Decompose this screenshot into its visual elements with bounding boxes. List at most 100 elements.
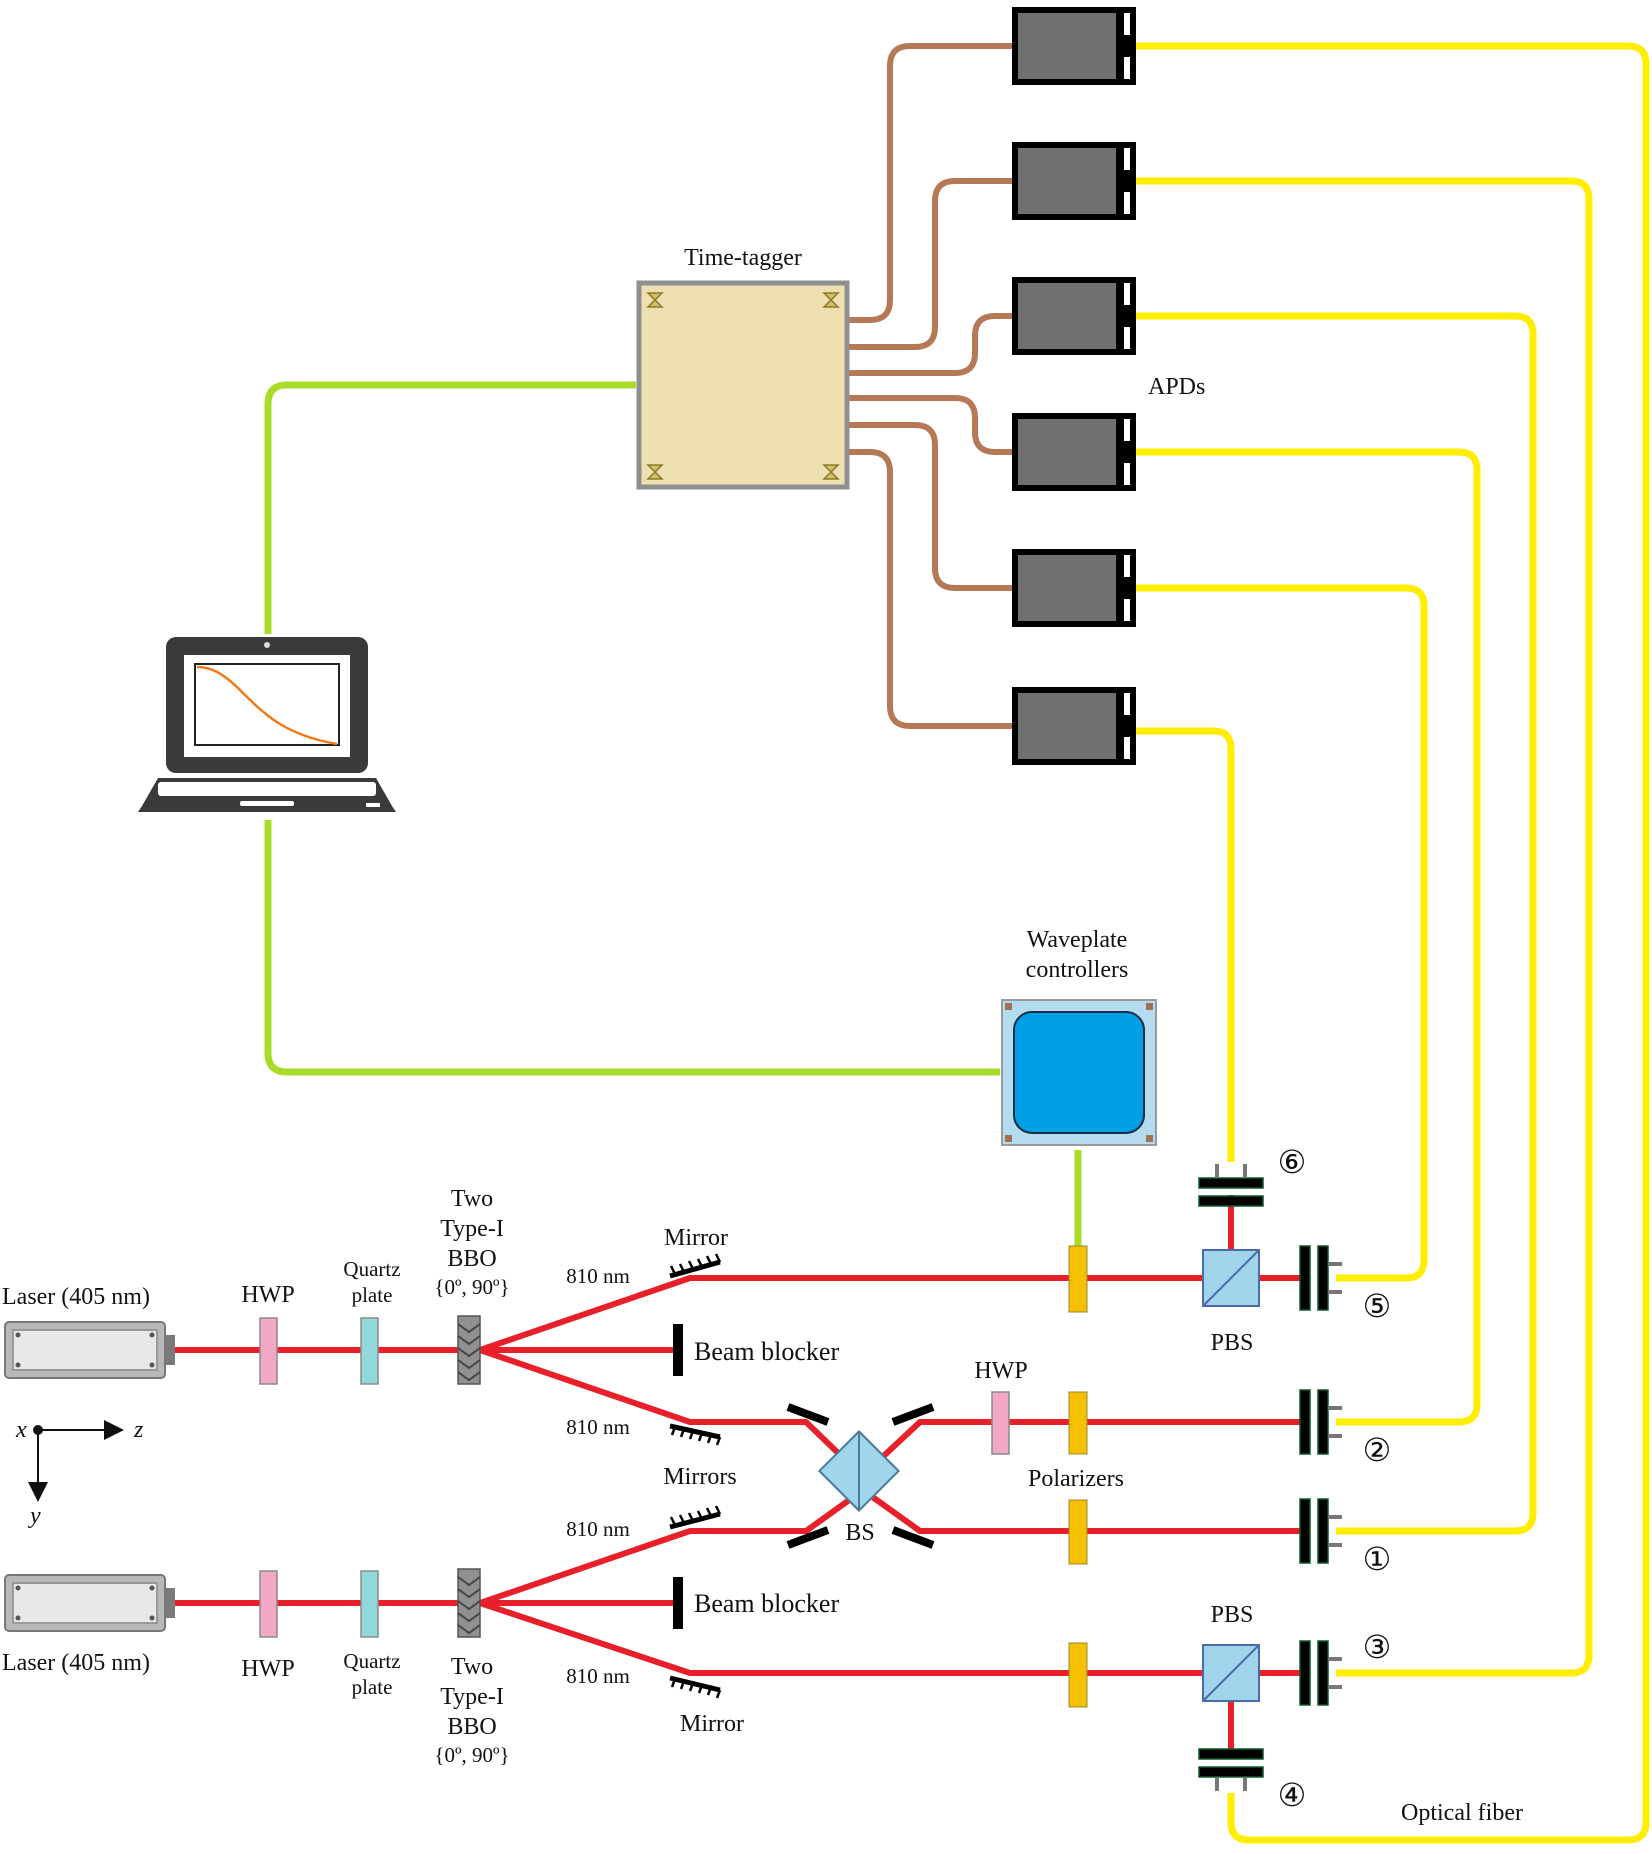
apd-3 [1012, 277, 1136, 355]
port-label-5: ⑤ [1363, 1288, 1392, 1324]
port-label-1: ① [1363, 1541, 1392, 1577]
beam-blocker-bottom-label: Beam blocker [694, 1589, 839, 1618]
beam-splitter: BS [786, 1403, 935, 1549]
pbs-bottom-label: PBS [1211, 1602, 1254, 1628]
fiber-apd4-port2 [1118, 448, 1481, 1426]
fiber-coupler-port4 [1198, 1748, 1264, 1791]
wavelength-label-1: 810 nm [566, 1264, 630, 1288]
apd-1 [1012, 7, 1136, 85]
bbo-bottom-label-4: {0º, 90º} [434, 1743, 509, 1767]
mirror-mid-lower [669, 1505, 722, 1530]
quartz-top-label-1: Quartz [343, 1257, 400, 1281]
waveplate-label-2: controllers [1026, 957, 1129, 983]
coax-cable-6 [848, 449, 1012, 729]
coax-cable-1 [848, 43, 1012, 323]
laser-top: Laser (405 nm) [2, 1284, 175, 1379]
data-cables [264, 381, 1082, 1248]
bbo-bottom-label-2: Type-I [440, 1684, 504, 1710]
laser-bottom-label: Laser (405 nm) [2, 1650, 150, 1676]
laptop [138, 637, 396, 812]
laser-bottom: Laser (405 nm) [2, 1574, 175, 1676]
beam-top-lower [479, 1347, 869, 1483]
beam-top-upper [479, 1275, 1203, 1353]
axis-x-label: x [15, 1417, 27, 1443]
coax-cables [848, 43, 1012, 729]
fiber-coupler-port6 [1198, 1164, 1264, 1207]
apd-array: APDs [1012, 7, 1205, 765]
coax-cable-2 [848, 178, 1012, 350]
fiber-coupler-port3 [1299, 1640, 1342, 1706]
optical-fibers [1118, 42, 1650, 1844]
wavelength-label-3: 810 nm [566, 1517, 630, 1541]
data-cable-laptop-tagger [264, 381, 636, 634]
hwp-mid-label: HWP [974, 1358, 1027, 1384]
time-tagger-label: Time-tagger [684, 245, 802, 271]
beam-blocker-top: Beam blocker [673, 1324, 839, 1376]
port-label-3: ③ [1363, 1629, 1392, 1665]
port-label-6: ⑥ [1278, 1144, 1307, 1180]
port-label-4: ④ [1278, 1777, 1307, 1813]
decay-curve [196, 665, 338, 746]
axis-z-label: z [133, 1417, 144, 1443]
hwp-top-label: HWP [241, 1282, 294, 1308]
coax-cable-5 [848, 422, 1012, 591]
data-cable-laptop-waveplate [264, 820, 1000, 1076]
axis-y-label: y [28, 1503, 41, 1529]
mirror-mid-upper [669, 1423, 722, 1446]
beam-bottom-lower [479, 1600, 1203, 1676]
bbo-top-label-1: Two [451, 1186, 493, 1212]
optical-fiber-label: Optical fiber [1401, 1800, 1523, 1826]
fiber-coupler-port1 [1299, 1498, 1342, 1564]
apd-5 [1012, 549, 1136, 627]
wavelength-label-2: 810 nm [566, 1415, 630, 1439]
fiber-apd2-port3 [1118, 177, 1593, 1677]
bbo-bottom-label-3: BBO [447, 1714, 496, 1740]
fiber-coupler-port2 [1299, 1389, 1342, 1455]
beam-blocker-top-label: Beam blocker [694, 1337, 839, 1366]
hwp-top: HWP [241, 1282, 295, 1385]
hwp-bottom-label: HWP [241, 1656, 294, 1682]
fiber-apd6-port6 [1118, 727, 1235, 1162]
coax-cable-4 [848, 395, 1012, 455]
quartz-bottom-label-1: Quartz [343, 1649, 400, 1673]
quartz-top-label-2: plate [352, 1283, 393, 1307]
mirror-bottom: Mirror [669, 1675, 744, 1737]
time-tagger: Time-tagger [636, 245, 850, 490]
mirror-top: Mirror [664, 1225, 728, 1279]
mirrors-mid-label: Mirrors [663, 1464, 736, 1490]
bbo-crystal-top: Two Type-I BBO {0º, 90º} [434, 1186, 510, 1385]
hwp-bottom: HWP [241, 1570, 295, 1682]
hwp-mid: HWP [974, 1358, 1028, 1455]
fiber-apd3-port1 [1118, 312, 1537, 1535]
fiber-apd5-port5 [1118, 584, 1428, 1282]
coordinate-axes: x z y [15, 1417, 144, 1529]
mirror-top-label: Mirror [664, 1225, 728, 1251]
screw-icon [646, 292, 840, 480]
pbs-top-label: PBS [1211, 1330, 1254, 1356]
beam-blocker-bottom: Beam blocker [673, 1577, 839, 1629]
bbo-bottom-label-1: Two [451, 1654, 493, 1680]
port-label-2: ② [1363, 1432, 1392, 1468]
polarizers-label: Polarizers [1028, 1466, 1124, 1492]
pbs-top: PBS [1202, 1249, 1260, 1356]
apd-4 [1012, 413, 1136, 491]
laser-top-label: Laser (405 nm) [2, 1284, 150, 1310]
time-tagger-box [636, 280, 850, 490]
bbo-top-label-3: BBO [447, 1246, 496, 1272]
waveplate-controllers: Waveplate controllers [1001, 927, 1157, 1146]
bbo-crystal-bottom: Two Type-I BBO {0º, 90º} [434, 1568, 510, 1767]
quartz-plate-top: Quartz plate [343, 1257, 401, 1385]
apds-label: APDs [1148, 374, 1205, 400]
beam-bs-to-port1 [858, 1485, 1300, 1534]
pbs-bottom: PBS [1202, 1602, 1260, 1702]
bbo-top-label-4: {0º, 90º} [434, 1275, 509, 1299]
quartz-bottom-label-2: plate [352, 1675, 393, 1699]
fiber-coupler-port5 [1299, 1245, 1342, 1311]
laser-beams [170, 1195, 1300, 1757]
coax-cable-3 [848, 313, 1012, 376]
fiber-apd1-port4 [1118, 42, 1650, 1844]
apd-2 [1012, 142, 1136, 220]
beam-bottom-upper [479, 1485, 868, 1606]
